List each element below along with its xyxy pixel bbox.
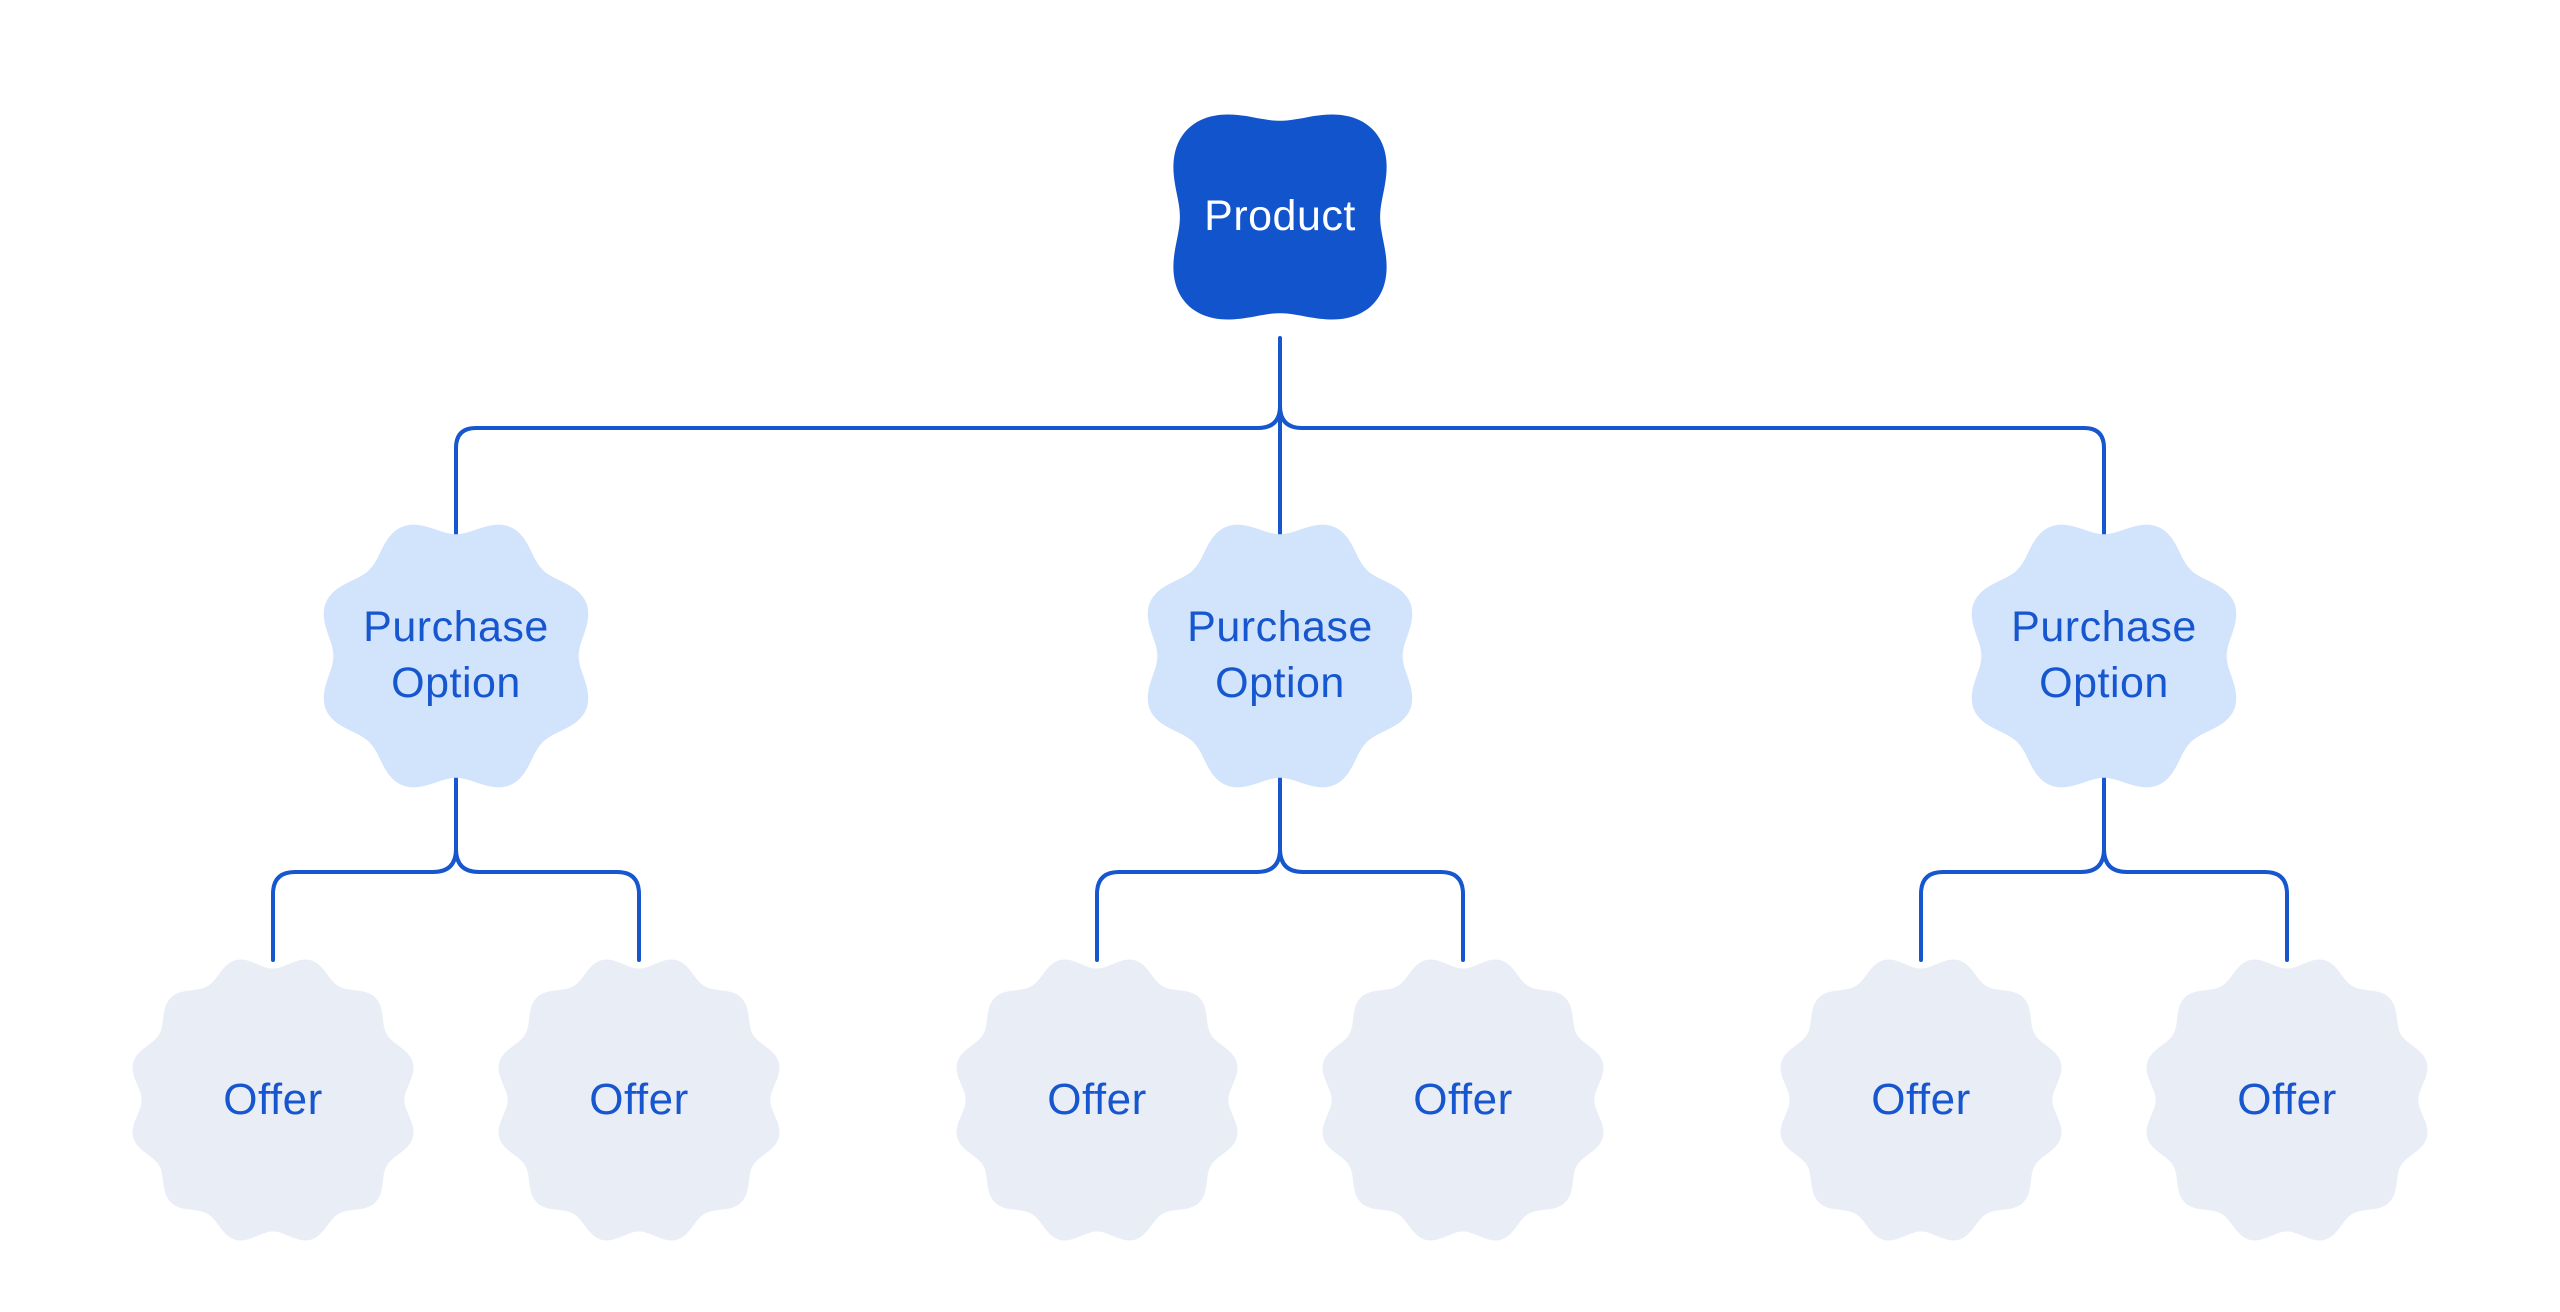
offer-label: Offer [223,1075,323,1125]
product-blob-shape [1173,114,1387,320]
purchase-option-label: Purchase Option [1187,603,1373,707]
product-node: Product [1150,92,1410,342]
offer-blob-shape [1780,959,2062,1241]
purchase-option-label: Purchase Option [363,603,549,707]
connector-option1-to-offer-left [271,847,458,962]
connector-option1-to-offer-right [454,847,641,962]
offer-label: Offer [589,1075,689,1125]
purchase-option-blob-shape [1971,524,2237,788]
connector-option3-to-offer-left [1919,847,2106,962]
offer-node-1: Offer [128,955,418,1245]
purchase-option-blob-shape [323,524,589,788]
offer-label: Offer [1871,1075,1971,1125]
offer-node-3: Offer [952,955,1242,1245]
offer-label: Offer [1413,1075,1513,1125]
purchase-option-label: Purchase Option [2011,603,2197,707]
offer-blob-shape [498,959,780,1241]
purchase-option-node-2: Purchase Option [1139,516,1421,796]
offer-label: Offer [2237,1075,2337,1125]
purchase-option-node-3: Purchase Option [1963,516,2245,796]
offer-node-6: Offer [2142,955,2432,1245]
offer-label: Offer [1047,1075,1147,1125]
offer-blob-shape [2146,959,2428,1241]
offer-blob-shape [956,959,1238,1241]
offer-blob-shape [132,959,414,1241]
offer-node-5: Offer [1776,955,2066,1245]
connector-option3-to-offer-right [2102,847,2289,962]
offer-node-4: Offer [1318,955,1608,1245]
purchase-option-blob-shape [1147,524,1413,788]
connector-option2-to-offer-right [1278,847,1465,962]
offer-blob-shape [1322,959,1604,1241]
product-label: Product [1204,192,1356,241]
offer-node-2: Offer [494,955,784,1245]
connector-option2-to-offer-left [1095,847,1282,962]
purchase-option-node-1: Purchase Option [315,516,597,796]
